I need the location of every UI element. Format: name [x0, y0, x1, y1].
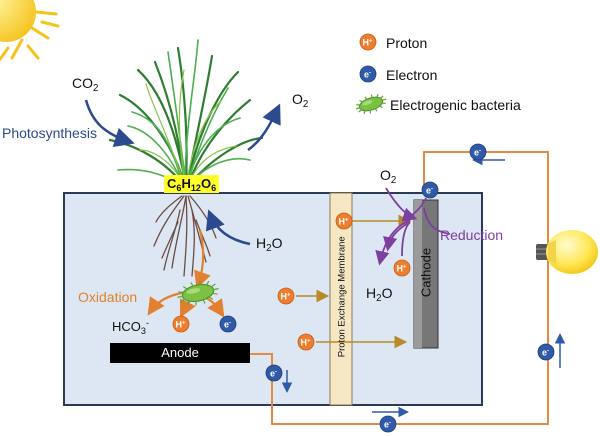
electron-particle: e- — [265, 364, 283, 382]
electron-particle: e- — [379, 415, 397, 433]
svg-text:e-: e- — [384, 420, 391, 430]
anode-electrode — [110, 343, 250, 363]
reduction-label: Reduction — [440, 227, 504, 243]
cathode-label: Cathode — [418, 247, 434, 298]
o2-release-arrow — [247, 103, 281, 152]
photosynthesis-label: Photosynthesis — [2, 125, 97, 141]
legend-proton-marker: H+ — [359, 33, 377, 51]
electron-particle: e- — [469, 143, 487, 161]
membrane-label: Proton Exchange Membrane — [336, 236, 348, 358]
to-electron-arrow — [205, 297, 225, 318]
water-formation-arrow — [383, 221, 411, 252]
proton-exchange-membrane — [329, 192, 353, 406]
o2-reduction-arrow — [385, 187, 418, 222]
legend-electron-marker: e- — [359, 65, 377, 83]
co2-label: CO2 — [72, 75, 99, 95]
oxidation-label: Oxidation — [78, 289, 138, 305]
water-cathode-label: H2O — [366, 285, 393, 305]
electron-particle: e- — [537, 343, 555, 361]
svg-text:e-: e- — [474, 148, 481, 158]
proton-particle: H+ — [277, 287, 295, 305]
proton-particle: H+ — [335, 212, 353, 230]
svg-text:H+: H+ — [396, 264, 407, 274]
proton-particle: H+ — [393, 259, 411, 277]
svg-text:H+: H+ — [362, 38, 373, 48]
o2-cathode-label: O2 — [380, 167, 397, 187]
proton-reduction-arrow — [401, 221, 411, 257]
anode-label: Anode — [161, 345, 199, 360]
proton-particle: H+ — [297, 333, 315, 351]
electron-particle: e- — [421, 181, 439, 199]
svg-text:e-: e- — [224, 320, 231, 330]
proton-particle: H+ — [172, 315, 190, 333]
svg-text:e-: e- — [364, 70, 371, 80]
light-bulb-icon — [536, 230, 598, 274]
bicarbonate-label: HCO3- — [112, 318, 149, 337]
legend-bacteria-icon — [355, 94, 387, 114]
legend-electron-label: Electron — [386, 67, 438, 83]
svg-text:H+: H+ — [300, 338, 311, 348]
water-uptake-arrow — [205, 209, 251, 246]
plant-grass — [108, 39, 264, 188]
glucose-to-bacteria-arrow — [194, 229, 211, 290]
external-circuit-wire — [250, 151, 549, 425]
o2-plant-label: O2 — [292, 91, 309, 111]
svg-text:e-: e- — [426, 186, 433, 196]
svg-text:e-: e- — [542, 348, 549, 358]
sun-icon — [0, 0, 60, 62]
svg-text:e-: e- — [270, 369, 277, 379]
glucose-label: C6H12O6 — [164, 175, 220, 193]
co2-uptake-arrow — [84, 99, 135, 147]
plant-roots — [153, 195, 217, 277]
water-root-label: H2O — [256, 235, 283, 255]
svg-text:H+: H+ — [338, 217, 349, 227]
electron-particle: e- — [219, 315, 237, 333]
svg-text:H+: H+ — [280, 292, 291, 302]
legend-bacteria-label: Electrogenic bacteria — [390, 97, 521, 113]
legend-proton-label: Proton — [386, 35, 428, 51]
bacteria-icon — [177, 280, 219, 306]
svg-text:H+: H+ — [175, 320, 186, 330]
reduction-label-arrow — [423, 207, 451, 235]
electron-reduction-arrow — [403, 197, 427, 221]
